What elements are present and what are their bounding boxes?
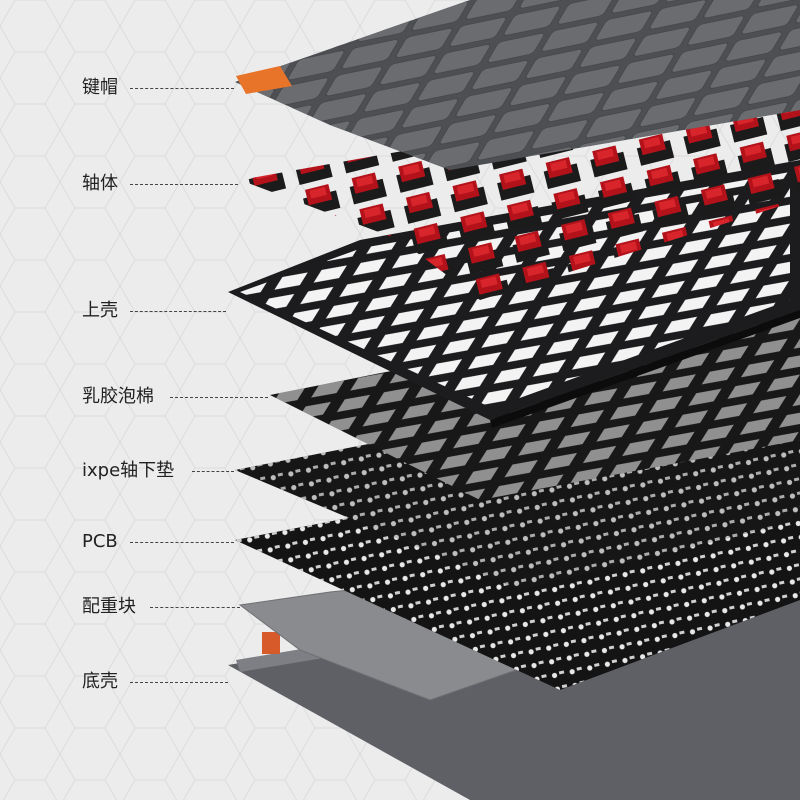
- leader-line: [150, 607, 240, 608]
- leader-line: [130, 88, 234, 89]
- label-weight: 配重块: [82, 596, 136, 617]
- keycaps-layer: [235, 0, 800, 170]
- leader-line: [130, 184, 238, 185]
- label-switches: 轴体: [82, 173, 118, 194]
- label-bottom-case: 底壳: [82, 671, 118, 692]
- leader-line: [130, 542, 234, 543]
- label-pcb: PCB: [82, 531, 118, 552]
- leader-line: [192, 471, 234, 472]
- label-top-case: 上壳: [82, 300, 118, 321]
- label-ixpe-pad: ixpe轴下垫: [82, 460, 175, 481]
- label-latex-foam: 乳胶泡棉: [82, 386, 154, 407]
- switches-layer: [240, 95, 800, 300]
- esc-keycap: [236, 66, 292, 94]
- label-keycaps: 键帽: [82, 77, 118, 98]
- leader-line: [170, 397, 268, 398]
- leader-line: [130, 682, 228, 683]
- leader-line: [130, 311, 226, 312]
